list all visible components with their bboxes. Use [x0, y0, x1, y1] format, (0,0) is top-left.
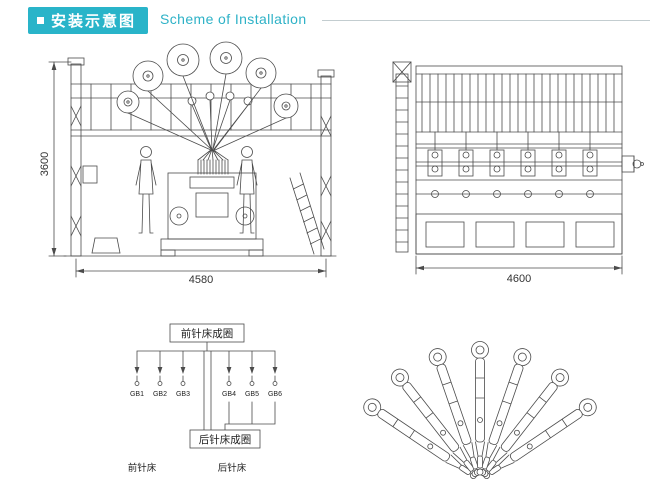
- back-loop-box: [189, 429, 261, 449]
- back-loop-label: 后针床成圈: [199, 433, 252, 446]
- height-dimension: [48, 61, 72, 257]
- guide-bar-label-2: GB2: [153, 391, 167, 398]
- width-dimension-label: 4580: [189, 274, 213, 286]
- page-header: 安装示意图 Scheme of Installation: [0, 0, 664, 42]
- front-view-drawing: 3600 4580: [39, 41, 337, 286]
- guide-bar-label-1: GB1: [130, 391, 144, 398]
- operator-figure-right: [236, 146, 258, 234]
- threading-diagram: 前针床成圈 后针床成圈 GB1 GB2 GB3 GB4 GB5 GB6 前针床 …: [128, 323, 282, 474]
- guide-bar-label-5: GB5: [245, 391, 259, 398]
- yarn-paths: [127, 73, 287, 175]
- side-width-dimension-label: 4600: [507, 273, 531, 285]
- section-title-badge: 安装示意图: [28, 7, 148, 34]
- guide-bar-label-3: GB3: [176, 391, 190, 398]
- guide-bar-fan: [360, 341, 600, 485]
- front-loop-box: [169, 323, 245, 343]
- front-bed-label: 前针床: [128, 462, 157, 474]
- machine-body: [82, 165, 264, 257]
- machine-frame: [63, 57, 337, 257]
- side-view-drawing: 4600: [392, 61, 644, 285]
- back-bed-label: 后针床: [218, 462, 247, 474]
- guide-bar-label-4: GB4: [222, 391, 236, 398]
- yarn-beams: [116, 41, 299, 119]
- side-width-dimension: [415, 255, 623, 275]
- machine-base-panels: [415, 213, 623, 255]
- front-loop-label: 前针床成圈: [181, 327, 234, 340]
- guide-bar-label-6: GB6: [268, 391, 282, 398]
- header-rule: [322, 20, 650, 21]
- width-dimension: [75, 258, 327, 278]
- operator-figure-left: [135, 146, 157, 234]
- drive-shaft: [621, 155, 644, 173]
- machine-side-body: [415, 65, 623, 255]
- section-title-en: Scheme of Installation: [160, 11, 307, 27]
- guide-bar-fan-diagram: [360, 341, 600, 485]
- ladder: [289, 172, 325, 255]
- square-bullet-icon: [37, 17, 44, 24]
- section-title-cn: 安装示意图: [51, 13, 137, 30]
- height-dimension-label: 3600: [39, 152, 51, 176]
- shaft-assemblies: [427, 131, 598, 198]
- access-ladder: [392, 61, 412, 253]
